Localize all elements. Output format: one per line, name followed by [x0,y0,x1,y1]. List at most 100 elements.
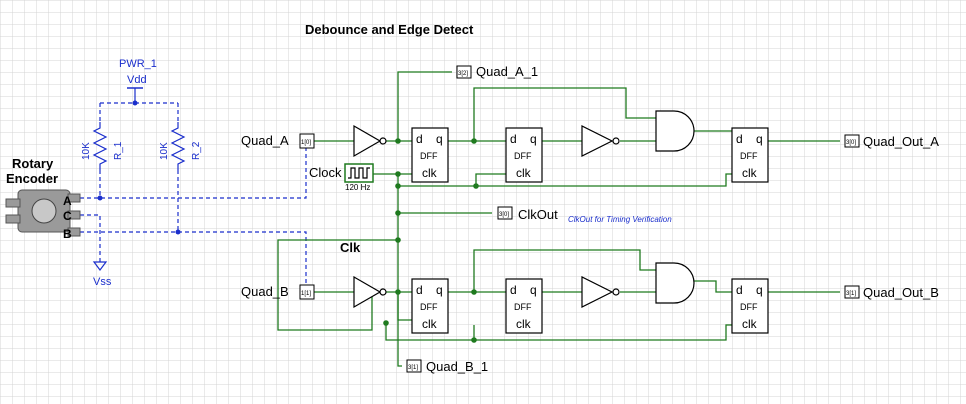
and-gate-b [655,262,695,304]
wire-and-a-top [473,87,656,141]
quad-b-port-tag: 1[1] [301,291,311,297]
wire-clk-b-return [385,323,475,341]
junction [471,138,477,144]
quad-b-port[interactable] [299,284,315,300]
quad-out-a-port[interactable] [844,134,860,148]
inverter-b2 [581,276,614,308]
encoder-pin-a-label: A [63,194,72,208]
dff-q-label: q [436,283,443,297]
encoder-knob [31,198,57,224]
quad-out-b-port[interactable] [844,285,860,299]
inverters [353,124,620,309]
dff-d-label: d [416,132,423,146]
clkout-port[interactable] [497,206,513,220]
inverter-a1 [353,124,382,158]
dff-body [505,278,543,334]
clkout-port-tag: 3[0] [499,212,509,218]
net-c-dashed [80,214,101,262]
wire-clk-dff3 [476,173,732,187]
dff-body [505,127,543,183]
resistor-r2 [170,122,186,170]
junction [471,289,477,295]
dff-q-label: q [530,283,537,297]
inverter-b1-bubble [379,288,387,296]
quad-b-1-port[interactable] [406,359,422,373]
dff-q-label: q [756,283,763,297]
encoder-tab-bottom [5,214,21,224]
logic-wires [277,71,840,367]
wire-quad-b-1 [397,292,402,367]
vdd-label: Vdd [127,74,147,86]
quad-a-port-tag: 1[0] [301,140,311,146]
clock-label: Clock [309,165,342,180]
junction [395,171,401,177]
clock-frequency: 120 Hz [345,183,370,192]
r2-value: 10K [159,142,170,160]
and-gate-a [655,110,695,152]
resistor-r1 [92,122,108,170]
quad-a-1-label: Quad_A_1 [476,64,538,79]
encoder-label-line1: Rotary [12,156,54,171]
dff-name-label: DFF [740,302,758,312]
encoder-pin-a [67,193,81,203]
encoder-pin-b-label: B [63,227,72,241]
junction [473,183,479,189]
quad-out-a-label: Quad_Out_A [863,134,939,149]
dff-clk-label: clk [742,166,758,180]
dff-clk-label: clk [422,166,438,180]
junction [395,289,401,295]
encoder-tab-top [5,198,21,208]
wire-clk-dff2 [398,173,506,187]
encoder-label-line2: Encoder [6,171,58,186]
dff-clk-label: clk [422,317,438,331]
wire-and-b-to-dff3 [692,280,732,293]
dff-d-label: d [510,283,517,297]
pwr-label: PWR_1 [119,58,157,70]
dff-name-label: DFF [420,151,438,161]
quad-out-b-label: Quad_Out_B [863,285,939,300]
inverter-a2-bubble [612,137,620,145]
dff-body [731,278,769,334]
quad-a-port[interactable] [299,133,315,149]
clock-source: Clock 120 Hz Clk [309,163,374,255]
junction [395,138,401,144]
dff-name-label: DFF [514,302,532,312]
quad-out-a-port-tag: 3[0] [846,140,856,146]
wire-clk-net-loop [277,239,398,331]
net-b-junction [175,229,181,235]
dff-clk-label: clk [516,317,532,331]
dff-d-label: d [736,132,743,146]
clkout-note: ClkOut for Timing Verification [568,215,672,224]
clk-net-label: Clk [340,240,361,255]
junction [395,183,401,189]
junction [395,210,401,216]
net-a-dashed [80,142,307,199]
inverter-a1-bubble [379,137,387,145]
net-a-junction [97,195,103,201]
quad-b-1-port-tag: 3[1] [408,365,418,371]
junction [383,320,389,326]
ports: Quad_A 1[0] Quad_B 1[1] 3[2] Quad_A_1 3[… [241,64,939,374]
inverter-b1 [353,275,382,309]
dff-body [411,127,449,183]
r1-value: 10K [81,142,92,160]
inverter-b2-bubble [612,288,620,296]
clock-wave-icon [348,167,370,179]
quad-a-label: Quad_A [241,133,289,148]
dff-q-label: q [756,132,763,146]
schematic-title: Debounce and Edge Detect [305,22,474,37]
wire-and-b-top [473,249,656,292]
quad-a-1-port[interactable] [456,65,472,79]
quad-b-label: Quad_B [241,284,289,299]
junction [471,337,477,343]
dff-q-label: q [530,132,537,146]
dff-d-label: d [736,283,743,297]
junctions [383,138,479,343]
